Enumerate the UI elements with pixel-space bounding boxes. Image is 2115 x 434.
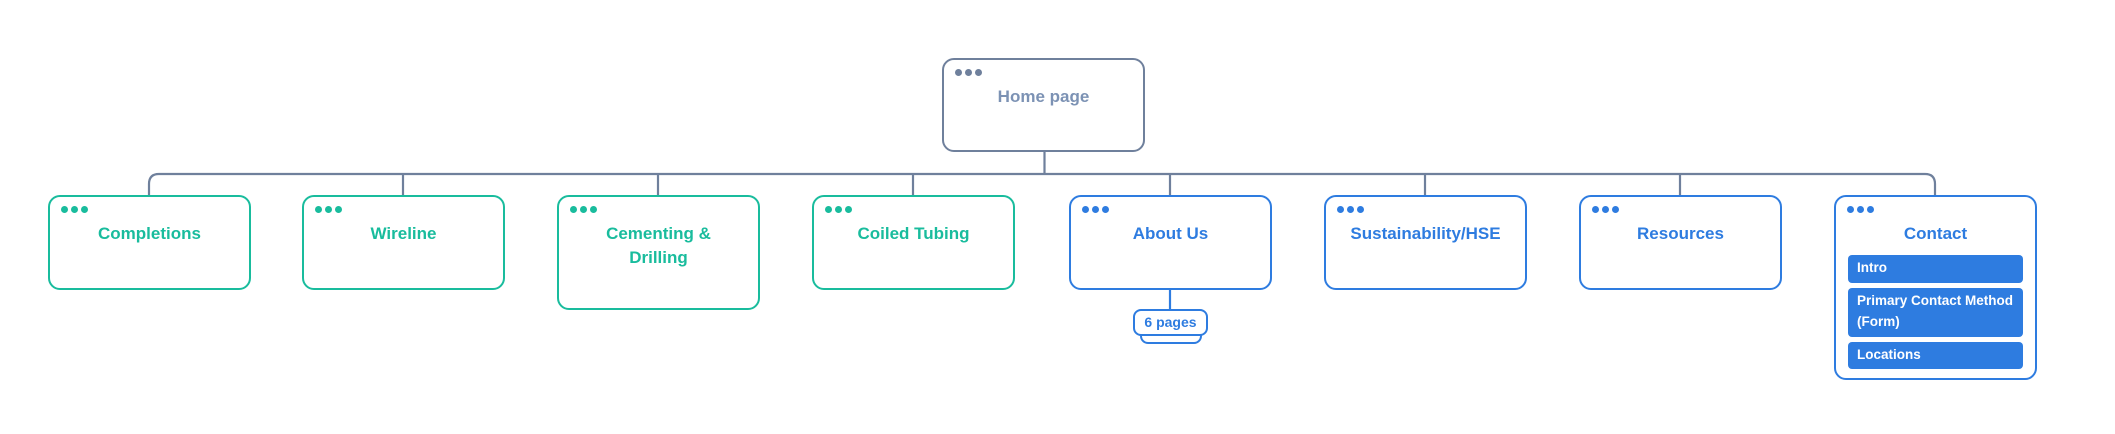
window-dots-icon [315,206,342,213]
dot [965,69,972,76]
dot [835,206,842,213]
node-label: Contact [1903,224,1968,243]
node-label: Completions [98,224,201,243]
dot [1092,206,1099,213]
window-dots-icon [955,69,982,76]
dot [1612,206,1619,213]
sitemap-node-cementing-drilling[interactable]: Cementing & Drilling [557,195,760,310]
dot [845,206,852,213]
window-dots-icon [61,206,88,213]
dot [1592,206,1599,213]
pages-badge-group: 6 pages [1069,309,1272,345]
dot [1357,206,1364,213]
dot [325,206,332,213]
dot [71,206,78,213]
dot [335,206,342,213]
node-label: Sustainability/HSE [1350,224,1501,243]
child-page-intro[interactable]: Intro [1848,254,2023,283]
dot [1337,206,1344,213]
dot [1867,206,1874,213]
dot [590,206,597,213]
sitemap-node-sustainability-hse[interactable]: Sustainability/HSE [1324,195,1527,290]
child-page-locations[interactable]: Locations [1848,341,2023,370]
dot [1857,206,1864,213]
contact-children: Intro Primary Contact Method (Form) Loca… [1836,246,2035,370]
node-label: Coiled Tubing [857,224,970,243]
dot [570,206,577,213]
sitemap-node-resources[interactable]: Resources [1579,195,1782,290]
sitemap-node-coiled-tubing[interactable]: Coiled Tubing [812,195,1015,290]
window-dots-icon [1082,206,1109,213]
sitemap-node-about-us[interactable]: About Us [1069,195,1272,290]
sitemap-node-home[interactable]: Home page [942,58,1145,152]
child-page-primary-contact-method[interactable]: Primary Contact Method (Form) [1848,287,2023,337]
window-dots-icon [1592,206,1619,213]
dot [580,206,587,213]
sitemap-node-contact[interactable]: Contact Intro Primary Contact Method (Fo… [1834,195,2037,380]
window-dots-icon [825,206,852,213]
window-dots-icon [1337,206,1364,213]
window-dots-icon [1847,206,1874,213]
node-label: Wireline [370,224,437,243]
dot [1102,206,1109,213]
pages-count-badge[interactable]: 6 pages [1133,309,1208,337]
node-label: About Us [1132,224,1209,243]
dot [81,206,88,213]
window-dots-icon [570,206,597,213]
node-label: Home page [997,87,1090,106]
dot [825,206,832,213]
node-label: Cementing & Drilling [606,224,711,267]
dot [1847,206,1854,213]
dot [61,206,68,213]
dot [1082,206,1089,213]
dot [955,69,962,76]
sitemap-node-completions[interactable]: Completions [48,195,251,290]
dot [315,206,322,213]
dot [975,69,982,76]
node-label: Resources [1637,224,1724,243]
dot [1602,206,1609,213]
sitemap-node-wireline[interactable]: Wireline [302,195,505,290]
dot [1347,206,1354,213]
tree-connector-slate [147,152,1937,196]
